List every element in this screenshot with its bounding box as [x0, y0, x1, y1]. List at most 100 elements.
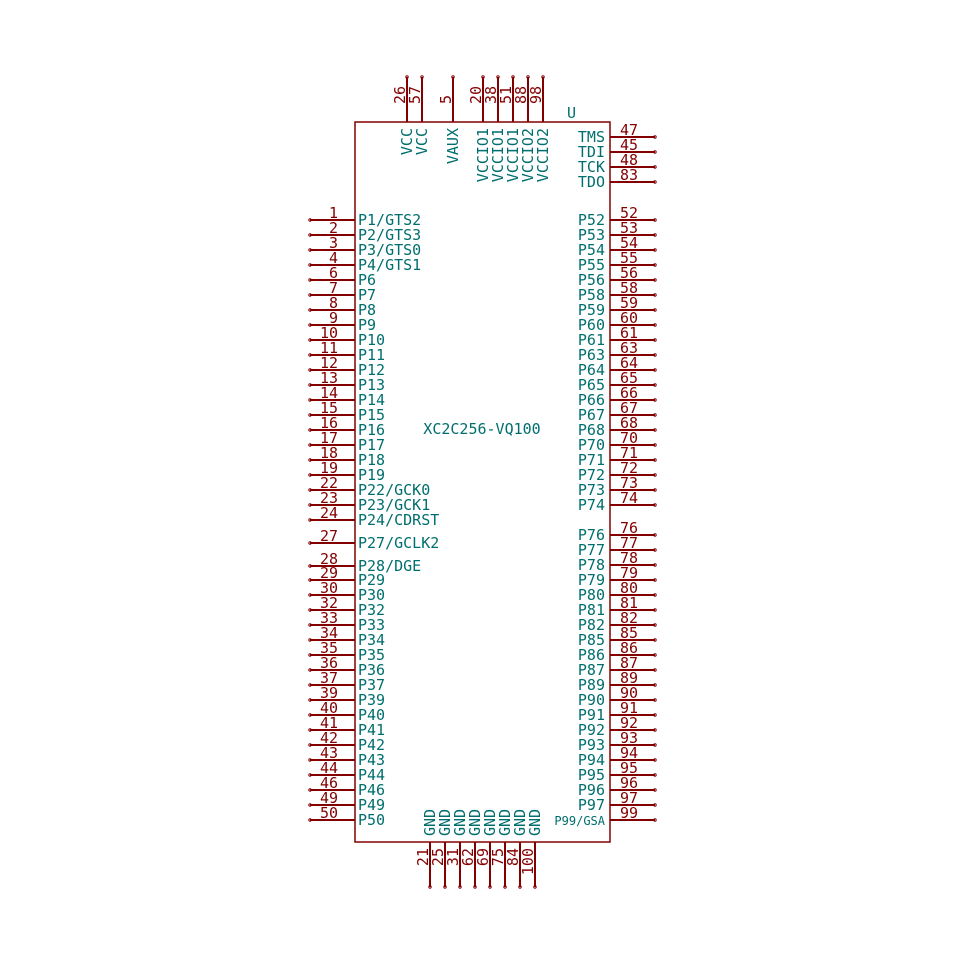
pin-name: P86 — [578, 646, 605, 664]
pin-number: 79 — [620, 564, 638, 582]
pin-name: P4/GTS1 — [358, 256, 421, 274]
pin-name: P27/GCLK2 — [358, 534, 439, 552]
pin-endpoint — [653, 503, 657, 507]
pin-endpoint — [308, 398, 312, 402]
pin-number: 65 — [620, 369, 638, 387]
pin-endpoint — [308, 653, 312, 657]
pin-name: P12 — [358, 361, 385, 379]
pin-number: 38 — [482, 86, 500, 104]
pin-name: GND — [436, 809, 454, 836]
pin-endpoint — [653, 308, 657, 312]
pin-number: 63 — [620, 339, 638, 357]
pin-endpoint — [308, 578, 312, 582]
pin-number: 64 — [620, 354, 638, 372]
pin-number: 55 — [620, 249, 638, 267]
pin-number: 43 — [320, 744, 338, 762]
pin-name: P64 — [578, 361, 605, 379]
pin-name: P90 — [578, 691, 605, 709]
pin-endpoint — [308, 728, 312, 732]
pin-name: P99/GSA — [554, 814, 605, 828]
pin-name: P36 — [358, 661, 385, 679]
pin-endpoint — [518, 885, 522, 889]
pin-name: P66 — [578, 391, 605, 409]
pin-number: 96 — [620, 774, 638, 792]
pin-number: 60 — [620, 309, 638, 327]
pin-name: P34 — [358, 631, 385, 649]
pin-name: P97 — [578, 796, 605, 814]
pin-endpoint — [428, 885, 432, 889]
pin-name: P6 — [358, 271, 376, 289]
pin-endpoint — [481, 75, 485, 79]
pin-number: 70 — [620, 429, 638, 447]
pin-name: GND — [421, 809, 439, 836]
pin-number: 46 — [320, 774, 338, 792]
pin-endpoint — [653, 773, 657, 777]
pin-number: 85 — [620, 624, 638, 642]
pin-number: 35 — [320, 639, 338, 657]
pin-endpoint — [653, 338, 657, 342]
pin-name: P61 — [578, 331, 605, 349]
pin-endpoint — [653, 413, 657, 417]
pin-endpoint — [653, 323, 657, 327]
pin-endpoint — [308, 323, 312, 327]
pin-endpoint — [653, 623, 657, 627]
pin-endpoint — [308, 368, 312, 372]
pin-number: 61 — [620, 324, 638, 342]
pin-number: 30 — [320, 579, 338, 597]
pin-name: P32 — [358, 601, 385, 619]
pin-name: P76 — [578, 526, 605, 544]
pin-name: P52 — [578, 211, 605, 229]
pin-endpoint — [308, 248, 312, 252]
pin-name: P49 — [358, 796, 385, 814]
pin-number: 78 — [620, 549, 638, 567]
pin-name: P2/GTS3 — [358, 226, 421, 244]
pin-endpoint — [308, 218, 312, 222]
pin-number: 77 — [620, 534, 638, 552]
pin-number: 73 — [620, 474, 638, 492]
pin-number: 3 — [329, 234, 338, 252]
pin-name: P8 — [358, 301, 376, 319]
pin-name: P89 — [578, 676, 605, 694]
pin-endpoint — [653, 398, 657, 402]
pin-number: 76 — [620, 519, 638, 537]
pin-name: P94 — [578, 751, 605, 769]
pin-endpoint — [308, 758, 312, 762]
reference-designator: U — [567, 104, 576, 122]
pin-name: GND — [526, 809, 544, 836]
pin-number: 95 — [620, 759, 638, 777]
pin-endpoint — [653, 263, 657, 267]
pin-name: P72 — [578, 466, 605, 484]
pin-endpoint — [533, 885, 537, 889]
pin-number: 22 — [320, 474, 338, 492]
pin-endpoint — [653, 135, 657, 139]
pin-endpoint — [653, 218, 657, 222]
pin-endpoint — [653, 728, 657, 732]
pin-name: P37 — [358, 676, 385, 694]
pin-endpoint — [308, 413, 312, 417]
pin-number: 87 — [620, 654, 638, 672]
pin-number: 32 — [320, 594, 338, 612]
pin-name: P39 — [358, 691, 385, 709]
pin-endpoint — [653, 248, 657, 252]
pin-endpoint — [308, 683, 312, 687]
pin-endpoint — [308, 743, 312, 747]
